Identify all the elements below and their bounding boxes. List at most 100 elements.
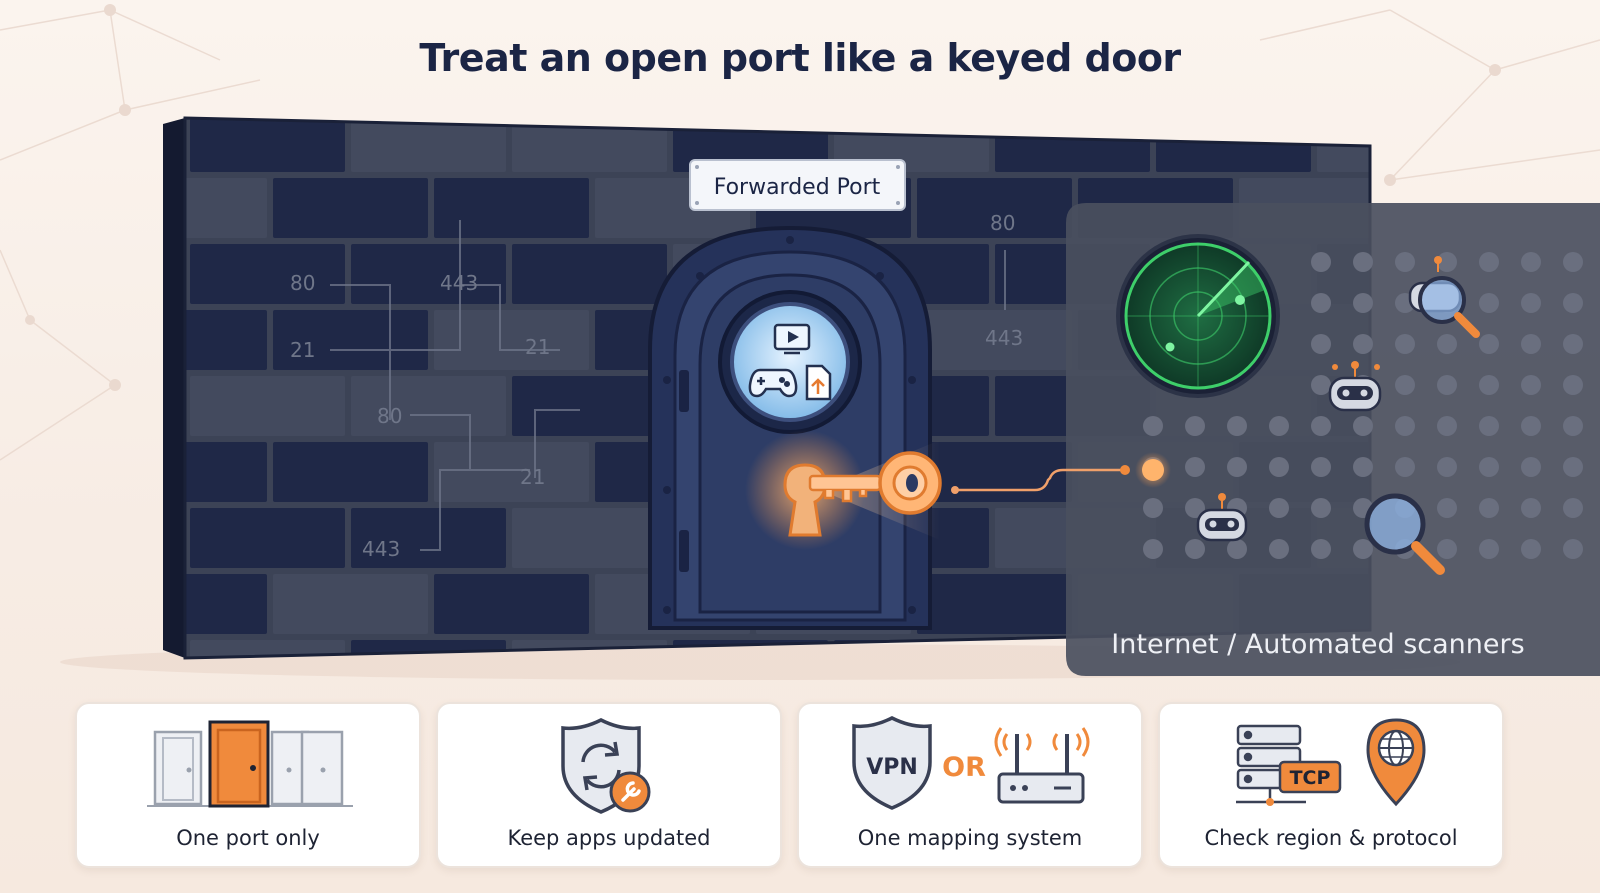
internet-dot: [1437, 539, 1457, 559]
wall-port-number: 80: [290, 271, 315, 295]
brick: [512, 118, 667, 172]
internet-dot: [1437, 498, 1457, 518]
internet-dot: [1437, 334, 1457, 354]
door-sign-text: Forwarded Port: [714, 175, 881, 200]
tcp-text: TCP: [1290, 767, 1331, 789]
internet-dot: [1353, 252, 1373, 272]
internet-dot: [1563, 498, 1583, 518]
location-globe-icon: [1366, 718, 1426, 807]
internet-dot: [1353, 539, 1373, 559]
tip-card-one-port: One port only: [75, 702, 421, 868]
tip-card-region-protocol: TCP Check region & protocol: [1158, 702, 1504, 868]
wall-port-number: 21: [525, 335, 550, 359]
internet-dot: [1269, 457, 1289, 477]
internet-dot: [1479, 375, 1499, 395]
brick: [512, 508, 667, 568]
brick: [434, 574, 589, 634]
internet-dot: [1185, 539, 1205, 559]
radar-icon: [1116, 234, 1280, 398]
vpn-text: VPN: [866, 755, 918, 780]
forwarded-port-sign: Forwarded Port: [689, 159, 906, 211]
internet-dot: [1353, 334, 1373, 354]
internet-dot: [1521, 457, 1541, 477]
or-text: OR: [942, 752, 986, 783]
internet-dot: [1563, 416, 1583, 436]
brick: [273, 178, 428, 238]
magnifier-icon: [1364, 493, 1445, 575]
brick: [185, 178, 267, 238]
wall-port-number: 21: [290, 338, 315, 362]
door-scene: 80 443 21 21 80 21 443 80 443: [60, 116, 1600, 680]
internet-dot: [1269, 416, 1289, 436]
internet-dot: [1311, 416, 1331, 436]
internet-dot: [1437, 416, 1457, 436]
internet-dot: [1311, 457, 1331, 477]
internet-dot: [1395, 416, 1415, 436]
brick-wall-side: [163, 118, 185, 658]
internet-dot: [1563, 457, 1583, 477]
tip-card-keep-updated: Keep apps updated: [436, 702, 782, 868]
internet-dot: [1227, 457, 1247, 477]
brick: [351, 376, 506, 436]
brick: [351, 118, 506, 172]
internet-dot: [1521, 293, 1541, 313]
internet-dot: [1521, 416, 1541, 436]
router-icon: [994, 727, 1090, 804]
tips-row: One port only Keep apps updated VPN OR: [75, 702, 1525, 870]
brick: [190, 376, 345, 436]
internet-dot: [1353, 416, 1373, 436]
brick: [434, 442, 589, 502]
internet-dot: [1395, 375, 1415, 395]
internet-dot: [1143, 416, 1163, 436]
internet-dot: [1395, 334, 1415, 354]
tip-label: Check region & protocol: [1204, 826, 1458, 850]
internet-dot: [1227, 539, 1247, 559]
internet-dot: [1563, 252, 1583, 272]
brick: [351, 508, 506, 568]
internet-dot: [1311, 539, 1331, 559]
internet-dot: [1311, 375, 1331, 395]
keyhole-key-icon: [745, 430, 942, 550]
internet-dot: [1437, 457, 1457, 477]
internet-label: Internet / Automated scanners: [1111, 629, 1524, 660]
brick: [351, 244, 506, 304]
vpn-or-router-icon: VPN OR: [852, 716, 1090, 810]
internet-dot: [1227, 416, 1247, 436]
internet-dot: [1353, 293, 1373, 313]
internet-dot: [1269, 539, 1289, 559]
magnifier-bot-icon: [1408, 256, 1480, 338]
brick: [273, 574, 428, 634]
internet-dot: [1479, 293, 1499, 313]
brick: [1317, 118, 1370, 172]
brick: [190, 508, 345, 568]
internet-dot: [1353, 457, 1373, 477]
internet-dot: [1521, 539, 1541, 559]
internet-dot: [1311, 334, 1331, 354]
brick: [512, 244, 667, 304]
brick: [434, 310, 589, 370]
game-controller-icon: [748, 368, 798, 398]
internet-dot: [1143, 539, 1163, 559]
internet-dot: [1311, 293, 1331, 313]
brick: [185, 574, 267, 634]
wall-port-number: 80: [377, 404, 402, 428]
internet-dot: [1185, 498, 1205, 518]
internet-dot: [1563, 334, 1583, 354]
internet-dot: [1479, 498, 1499, 518]
scanner-bot-icon: [1328, 361, 1382, 412]
internet-dot: [1479, 252, 1499, 272]
key-connection: [951, 452, 1171, 494]
internet-dot: [1563, 539, 1583, 559]
brick: [917, 574, 1072, 634]
shield-refresh-wrench-icon: [561, 718, 651, 814]
tip-label: One mapping system: [857, 826, 1083, 850]
internet-dot: [1311, 498, 1331, 518]
server-tcp-globe-icon: TCP: [1236, 718, 1426, 807]
media-app-icon: [773, 323, 811, 355]
wall-port-number: 443: [985, 326, 1023, 350]
brick: [190, 244, 345, 304]
brick: [185, 310, 267, 370]
vpn-shield-icon: [852, 716, 932, 810]
brick: [273, 442, 428, 502]
